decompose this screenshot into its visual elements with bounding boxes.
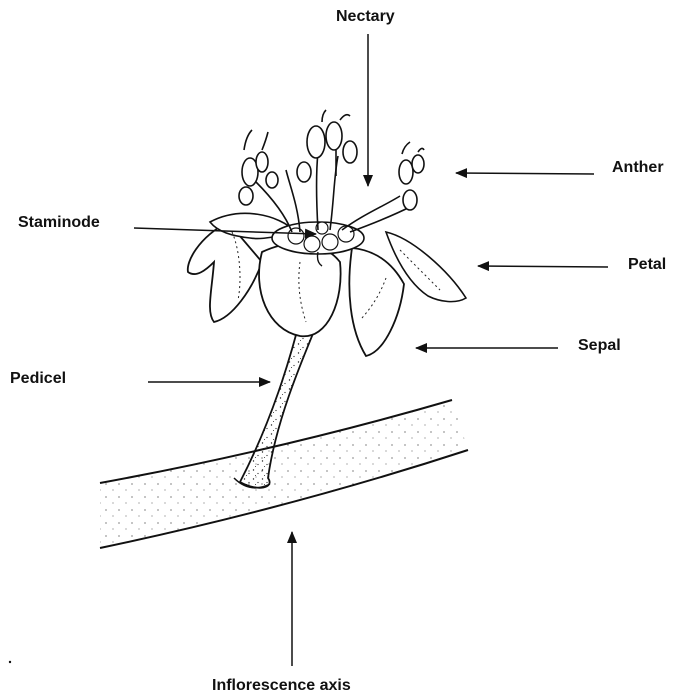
anther-label: Anther <box>612 160 664 176</box>
anther-cluster-right <box>399 142 424 210</box>
anther-cluster-left <box>239 130 278 205</box>
inflorescence-axis-stem <box>100 400 468 548</box>
sepal-label: Sepal <box>578 338 621 354</box>
petal-arrow <box>478 266 608 267</box>
pedicel-label: Pedicel <box>10 371 66 387</box>
inflorescence-axis-label: Inflorescence axis <box>212 678 351 694</box>
stamens <box>239 110 424 232</box>
anther-cluster-center <box>297 110 357 182</box>
staminode-label: Staminode <box>18 215 100 231</box>
nectary-label: Nectary <box>336 9 395 25</box>
stray-dot <box>9 661 11 663</box>
anther-arrow <box>456 173 594 174</box>
petal-label: Petal <box>628 257 666 273</box>
